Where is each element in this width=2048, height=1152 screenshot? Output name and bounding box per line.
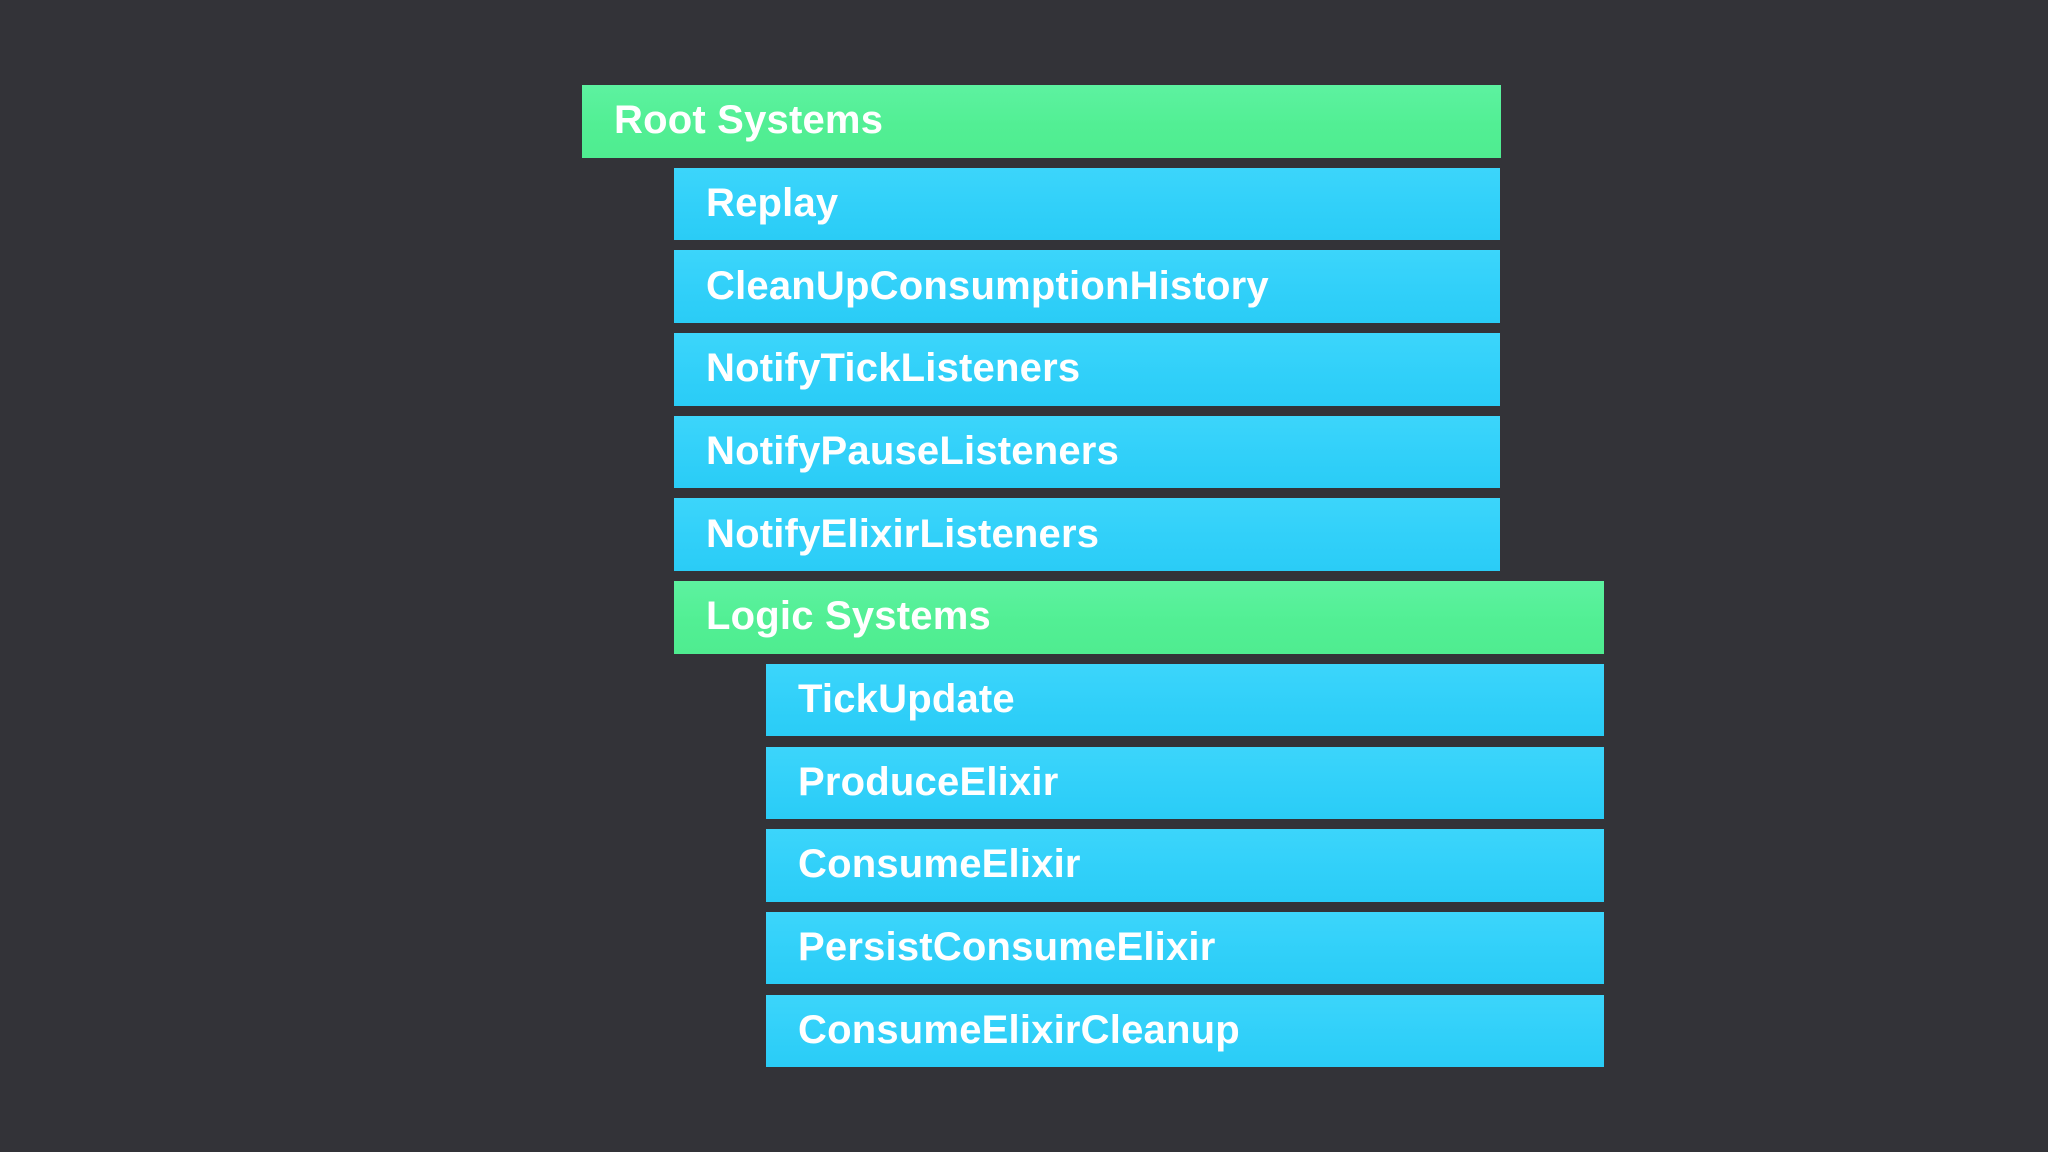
system-bar: CleanUpConsumptionHistory: [674, 250, 1500, 323]
system-bar: NotifyPauseListeners: [674, 415, 1500, 489]
bar-label: TickUpdate: [798, 677, 1015, 722]
bar-label: PersistConsumeElixir: [798, 925, 1216, 970]
bar-label: Logic Systems: [706, 594, 991, 639]
system-bar: NotifyTickListeners: [674, 333, 1500, 406]
bar-label: NotifyTickListeners: [706, 346, 1081, 391]
system-bar: Replay: [674, 167, 1500, 241]
system-bar: PersistConsumeElixir: [766, 911, 1604, 985]
system-bar: NotifyElixirListeners: [674, 498, 1500, 571]
group-bar: Root Systems: [582, 85, 1501, 158]
bar-label: Root Systems: [614, 98, 884, 143]
system-bar: ConsumeElixirCleanup: [766, 994, 1604, 1068]
bar-label: NotifyPauseListeners: [706, 429, 1120, 473]
group-bar: Logic Systems: [674, 581, 1604, 654]
bar-label: ConsumeElixir: [798, 842, 1081, 887]
bar-label: NotifyElixirListeners: [706, 511, 1100, 556]
system-bar: ConsumeElixir: [766, 829, 1604, 902]
system-bar: ProduceElixir: [766, 746, 1604, 819]
system-bar: TickUpdate: [766, 663, 1604, 737]
bar-label: ProduceElixir: [798, 759, 1059, 804]
bar-label: Replay: [706, 180, 839, 225]
bar-label: ConsumeElixirCleanup: [798, 1007, 1240, 1052]
bar-label: CleanUpConsumptionHistory: [706, 263, 1269, 308]
